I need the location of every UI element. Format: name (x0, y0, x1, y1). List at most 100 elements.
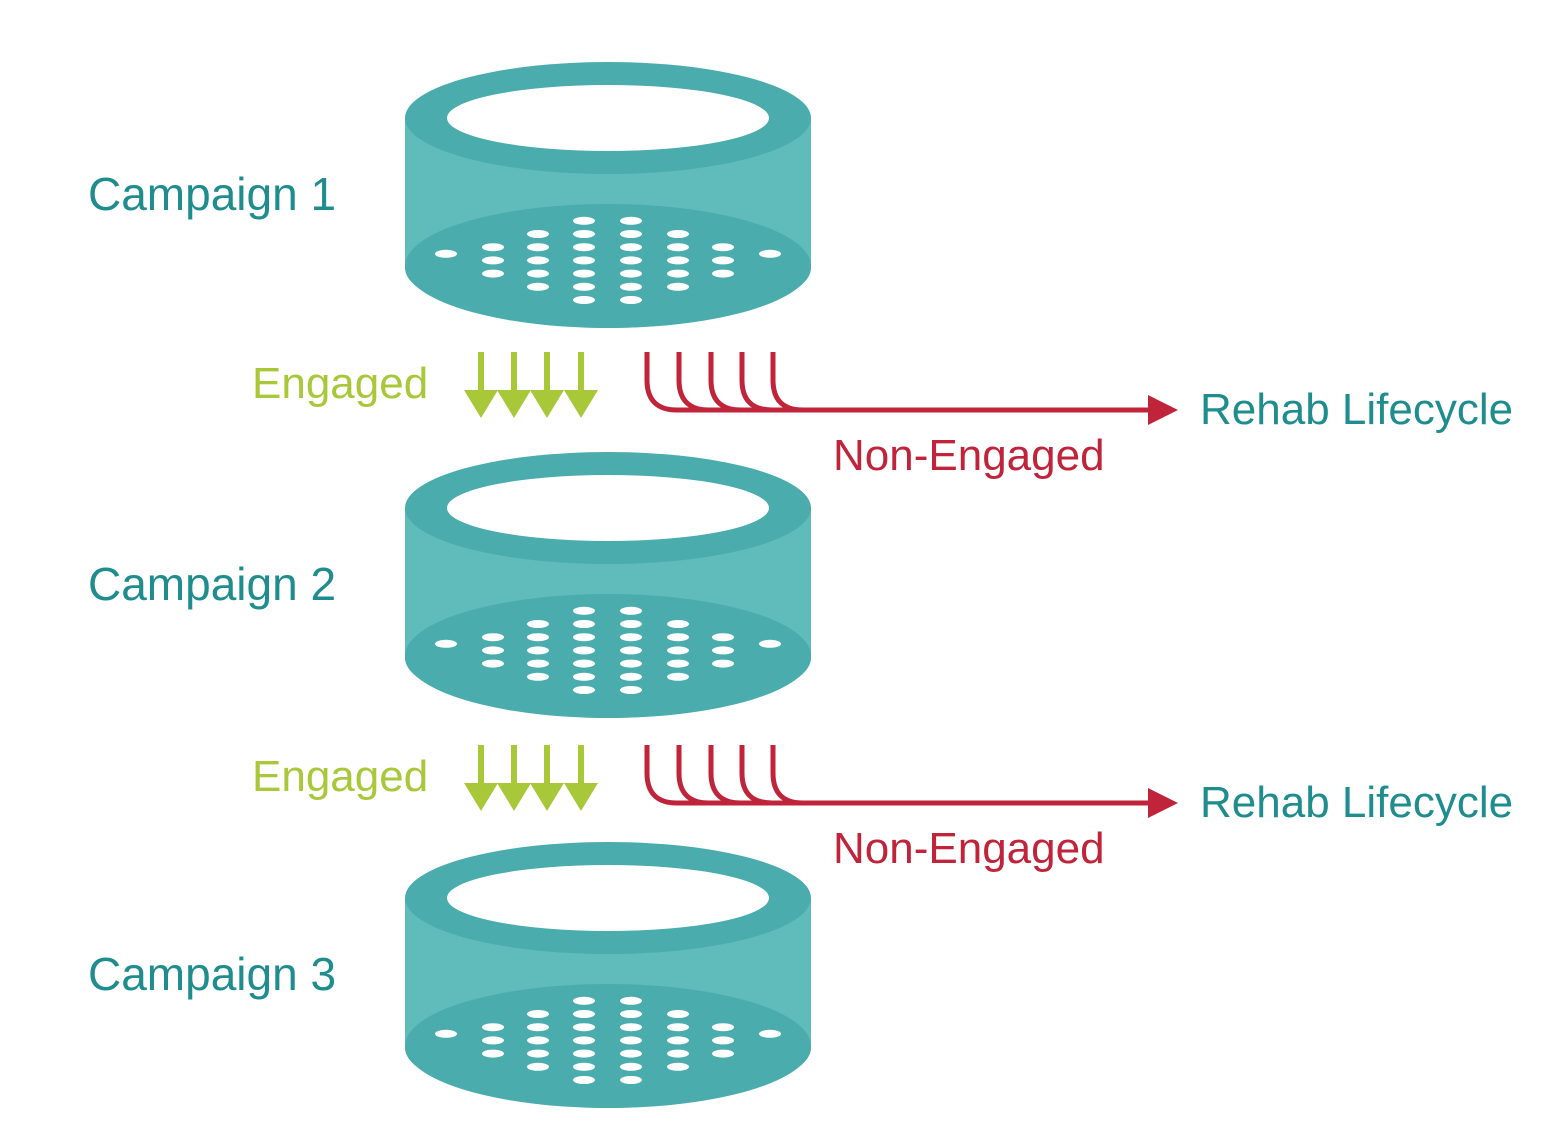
sieve-hole (620, 243, 642, 252)
sieve-hole (620, 256, 642, 265)
non-engaged-label-2: Non-Engaged (833, 824, 1105, 873)
sieve-hole (573, 620, 595, 628)
sieve-campaign-3 (405, 842, 811, 1108)
non-engaged-arrow-head (1148, 395, 1178, 425)
non-engaged-flow-2 (644, 745, 1178, 818)
engaged-arrow-head (464, 783, 498, 811)
sieve-floor (405, 204, 811, 328)
sieve-hole (482, 1049, 504, 1058)
sieve-hole (667, 672, 689, 681)
sieve-hole (482, 633, 504, 642)
non-engaged-curve (770, 745, 804, 806)
sieve-hole (573, 672, 595, 681)
rehab-lifecycle-label-1: Rehab Lifecycle (1200, 385, 1513, 434)
sieve-hole (620, 646, 642, 655)
sieve-hole (527, 230, 549, 238)
sieve-hole (667, 243, 689, 252)
sieve-hole (759, 639, 781, 648)
sieve-hole (620, 996, 642, 1005)
sieve-hole (482, 1023, 504, 1032)
sieve-hole (667, 633, 689, 642)
sieve-hole (667, 282, 689, 291)
sieve-floor (405, 984, 811, 1108)
sieve-hole (667, 269, 689, 278)
sieve-hole (527, 1062, 549, 1071)
campaign-label-1: Campaign 1 (88, 168, 336, 220)
sieve-hole (573, 686, 595, 694)
sieve-hole (620, 606, 642, 615)
engaged-arrow-head (497, 783, 531, 811)
engaged-arrow-head (564, 390, 598, 418)
sieve-hole (712, 256, 734, 265)
non-engaged-curve (739, 745, 773, 806)
non-engaged-arrow-head (1148, 788, 1178, 818)
sieve-hole (667, 620, 689, 628)
sieve-hole (712, 646, 734, 655)
sieve-hole (573, 256, 595, 265)
sieve-hole (573, 1076, 595, 1084)
sieve-hole (620, 1062, 642, 1071)
sieve-hole (482, 646, 504, 655)
sieve-opening (447, 865, 769, 931)
sieve-hole (527, 256, 549, 265)
sieve-hole (527, 269, 549, 278)
sieve-hole (667, 230, 689, 238)
non-engaged-curve (739, 352, 773, 413)
sieve-hole (620, 296, 642, 304)
non-engaged-curve (708, 745, 742, 806)
sieve-hole (667, 1010, 689, 1018)
sieve-hole (527, 282, 549, 291)
sieve-hole (667, 1036, 689, 1045)
sieve-hole (573, 296, 595, 304)
non-engaged-curve (708, 352, 742, 413)
sieve-hole (573, 1010, 595, 1018)
sieve-hole (573, 996, 595, 1005)
non-engaged-curve (644, 745, 678, 806)
sieve-hole (435, 249, 457, 258)
sieve-hole (435, 639, 457, 648)
sieve-hole (527, 1023, 549, 1032)
non-engaged-label-1: Non-Engaged (833, 431, 1105, 480)
sieve-hole (573, 633, 595, 642)
sieve-hole (712, 1036, 734, 1045)
sieve-hole (620, 1036, 642, 1045)
sieve-hole (712, 269, 734, 278)
sieve-hole (482, 1036, 504, 1045)
sieve-opening (447, 85, 769, 151)
sieve-hole (620, 672, 642, 681)
sieve-hole (573, 646, 595, 655)
sieve-hole (527, 1010, 549, 1018)
sieve-hole (759, 249, 781, 258)
sieve-hole (712, 1049, 734, 1058)
sieve-hole (573, 243, 595, 252)
sieve-hole (573, 230, 595, 238)
sieve-hole (620, 282, 642, 291)
engaged-label-1: Engaged (252, 359, 428, 408)
non-engaged-curve (676, 745, 710, 806)
sieve-hole (527, 620, 549, 628)
sieve-hole (667, 1023, 689, 1032)
sieve-hole (712, 659, 734, 668)
sieve-hole (620, 659, 642, 668)
sieve-hole (667, 1062, 689, 1071)
sieve-hole (667, 659, 689, 668)
sieve-hole (620, 1010, 642, 1018)
engaged-arrow-head (564, 783, 598, 811)
engaged-arrow-head (464, 390, 498, 418)
sieve-hole (573, 1062, 595, 1071)
sieve-hole (573, 269, 595, 278)
sieve-hole (527, 646, 549, 655)
sieve-hole (435, 1029, 457, 1038)
sieve-hole (573, 1036, 595, 1045)
sieve-hole (667, 646, 689, 655)
sieve-hole (573, 1049, 595, 1058)
sieve-hole (620, 1076, 642, 1084)
sieve-hole (573, 1023, 595, 1032)
sieve-hole (573, 606, 595, 615)
sieve-hole (620, 216, 642, 225)
sieve-hole (667, 1049, 689, 1058)
sieve-hole (482, 269, 504, 278)
sieve-hole (712, 1023, 734, 1032)
sieve-hole (620, 1023, 642, 1032)
